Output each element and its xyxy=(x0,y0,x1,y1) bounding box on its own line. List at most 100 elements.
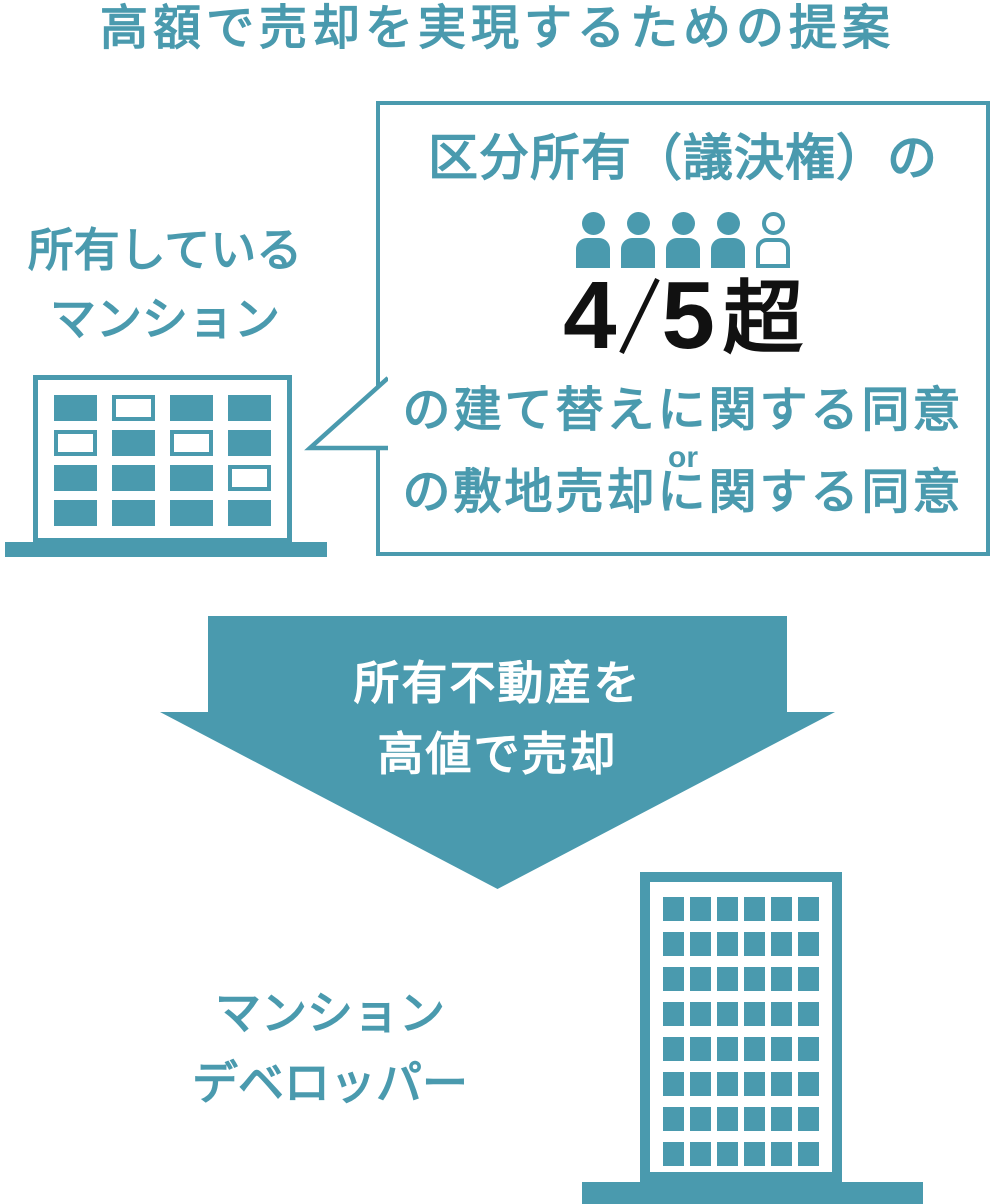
window-filled xyxy=(663,967,684,991)
window-filled xyxy=(717,1037,738,1061)
window-filled xyxy=(798,1072,819,1096)
window-filled xyxy=(170,465,213,491)
developer-building-base xyxy=(582,1182,923,1204)
owned-mansion-label: 所有している マンション xyxy=(0,216,330,354)
speech-bubble-tail xyxy=(304,376,388,451)
fraction-suffix: 超 xyxy=(722,274,803,363)
window-filled xyxy=(744,932,765,956)
window-filled xyxy=(798,897,819,921)
fraction-slash-icon xyxy=(618,278,660,354)
window-filled xyxy=(690,967,711,991)
window-outline xyxy=(112,395,155,421)
window-filled xyxy=(744,897,765,921)
window-filled xyxy=(798,1142,819,1166)
owned-mansion-building-base xyxy=(5,542,327,557)
window-filled xyxy=(228,430,271,456)
window-filled xyxy=(690,1142,711,1166)
developer-building-windows xyxy=(650,882,832,1166)
window-filled xyxy=(54,500,97,526)
consent-box-heading: 区分所有（議決権）の xyxy=(428,130,938,186)
window-outline xyxy=(54,430,97,456)
window-filled xyxy=(717,1072,738,1096)
consent-requirement-box: 区分所有（議決権）の 4 5 超 の建て替えに関する同意 or の敷地売却に関す… xyxy=(376,101,990,556)
owners-people-icons xyxy=(380,212,986,268)
person-icon-filled xyxy=(711,212,745,268)
window-filled xyxy=(717,897,738,921)
window-filled xyxy=(744,1142,765,1166)
window-outline xyxy=(170,430,213,456)
window-filled xyxy=(771,967,792,991)
window-filled xyxy=(771,1072,792,1096)
window-filled xyxy=(798,967,819,991)
window-filled xyxy=(690,1037,711,1061)
window-filled xyxy=(112,500,155,526)
person-head xyxy=(626,212,650,235)
window-filled xyxy=(112,430,155,456)
person-head xyxy=(671,212,695,235)
person-icon-filled xyxy=(621,212,655,268)
window-filled xyxy=(744,1072,765,1096)
window-filled xyxy=(798,932,819,956)
window-filled xyxy=(771,1037,792,1061)
or-text: or xyxy=(668,441,698,474)
window-filled xyxy=(771,897,792,921)
site-sale-consent-text: の敷地売却に関する同意 xyxy=(402,466,964,519)
window-filled xyxy=(170,500,213,526)
developer-building-icon xyxy=(640,872,842,1182)
window-filled xyxy=(744,967,765,991)
developer-label: マンション デベロッパー xyxy=(120,978,540,1118)
window-filled xyxy=(663,897,684,921)
person-icon-outline xyxy=(756,212,790,268)
window-filled xyxy=(771,1142,792,1166)
arrow-label: 所有不動産を 高値で売却 xyxy=(160,648,835,790)
window-filled xyxy=(798,1107,819,1131)
rebuild-consent-text: の建て替えに関する同意 xyxy=(402,384,964,437)
fraction-numerator: 4 xyxy=(563,262,617,369)
person-body xyxy=(576,238,610,268)
window-filled xyxy=(717,1107,738,1131)
owned-mansion-label-line1: 所有している xyxy=(27,224,303,276)
window-filled xyxy=(663,932,684,956)
window-filled xyxy=(717,967,738,991)
window-filled xyxy=(690,1072,711,1096)
window-filled xyxy=(690,932,711,956)
person-icon-filled xyxy=(666,212,700,268)
window-filled xyxy=(717,1142,738,1166)
window-filled xyxy=(771,932,792,956)
window-filled xyxy=(663,1142,684,1166)
down-arrow-icon xyxy=(160,616,835,889)
four-fifths-fraction: 4 5 超 xyxy=(380,262,986,369)
window-filled xyxy=(744,1037,765,1061)
window-filled xyxy=(663,1107,684,1131)
window-filled xyxy=(663,1037,684,1061)
window-filled xyxy=(54,395,97,421)
window-filled xyxy=(690,897,711,921)
owned-mansion-label-line2: マンション xyxy=(50,293,280,345)
owned-mansion-building-icon xyxy=(33,375,292,543)
window-filled xyxy=(771,1002,792,1026)
person-head xyxy=(581,212,605,235)
window-outline xyxy=(228,465,271,491)
window-filled xyxy=(228,395,271,421)
window-filled xyxy=(690,1107,711,1131)
window-filled xyxy=(663,1072,684,1096)
developer-label-line2: デベロッパー xyxy=(192,1057,468,1109)
fraction-denominator: 5 xyxy=(661,262,715,369)
arrow-label-line2: 高値で売却 xyxy=(377,728,618,780)
window-filled xyxy=(798,1002,819,1026)
arrow-label-line1: 所有不動産を xyxy=(353,657,642,709)
person-body xyxy=(666,238,700,268)
window-filled xyxy=(717,1002,738,1026)
window-filled xyxy=(717,932,738,956)
window-filled xyxy=(663,1002,684,1026)
window-filled xyxy=(771,1107,792,1131)
person-head xyxy=(716,212,740,235)
person-head xyxy=(761,212,785,235)
person-icon-filled xyxy=(576,212,610,268)
window-filled xyxy=(54,465,97,491)
window-filled xyxy=(690,1002,711,1026)
window-filled xyxy=(112,465,155,491)
person-body xyxy=(711,238,745,268)
page-title: 高額で売却を実現するための提案 xyxy=(99,2,895,55)
person-body xyxy=(756,238,790,268)
